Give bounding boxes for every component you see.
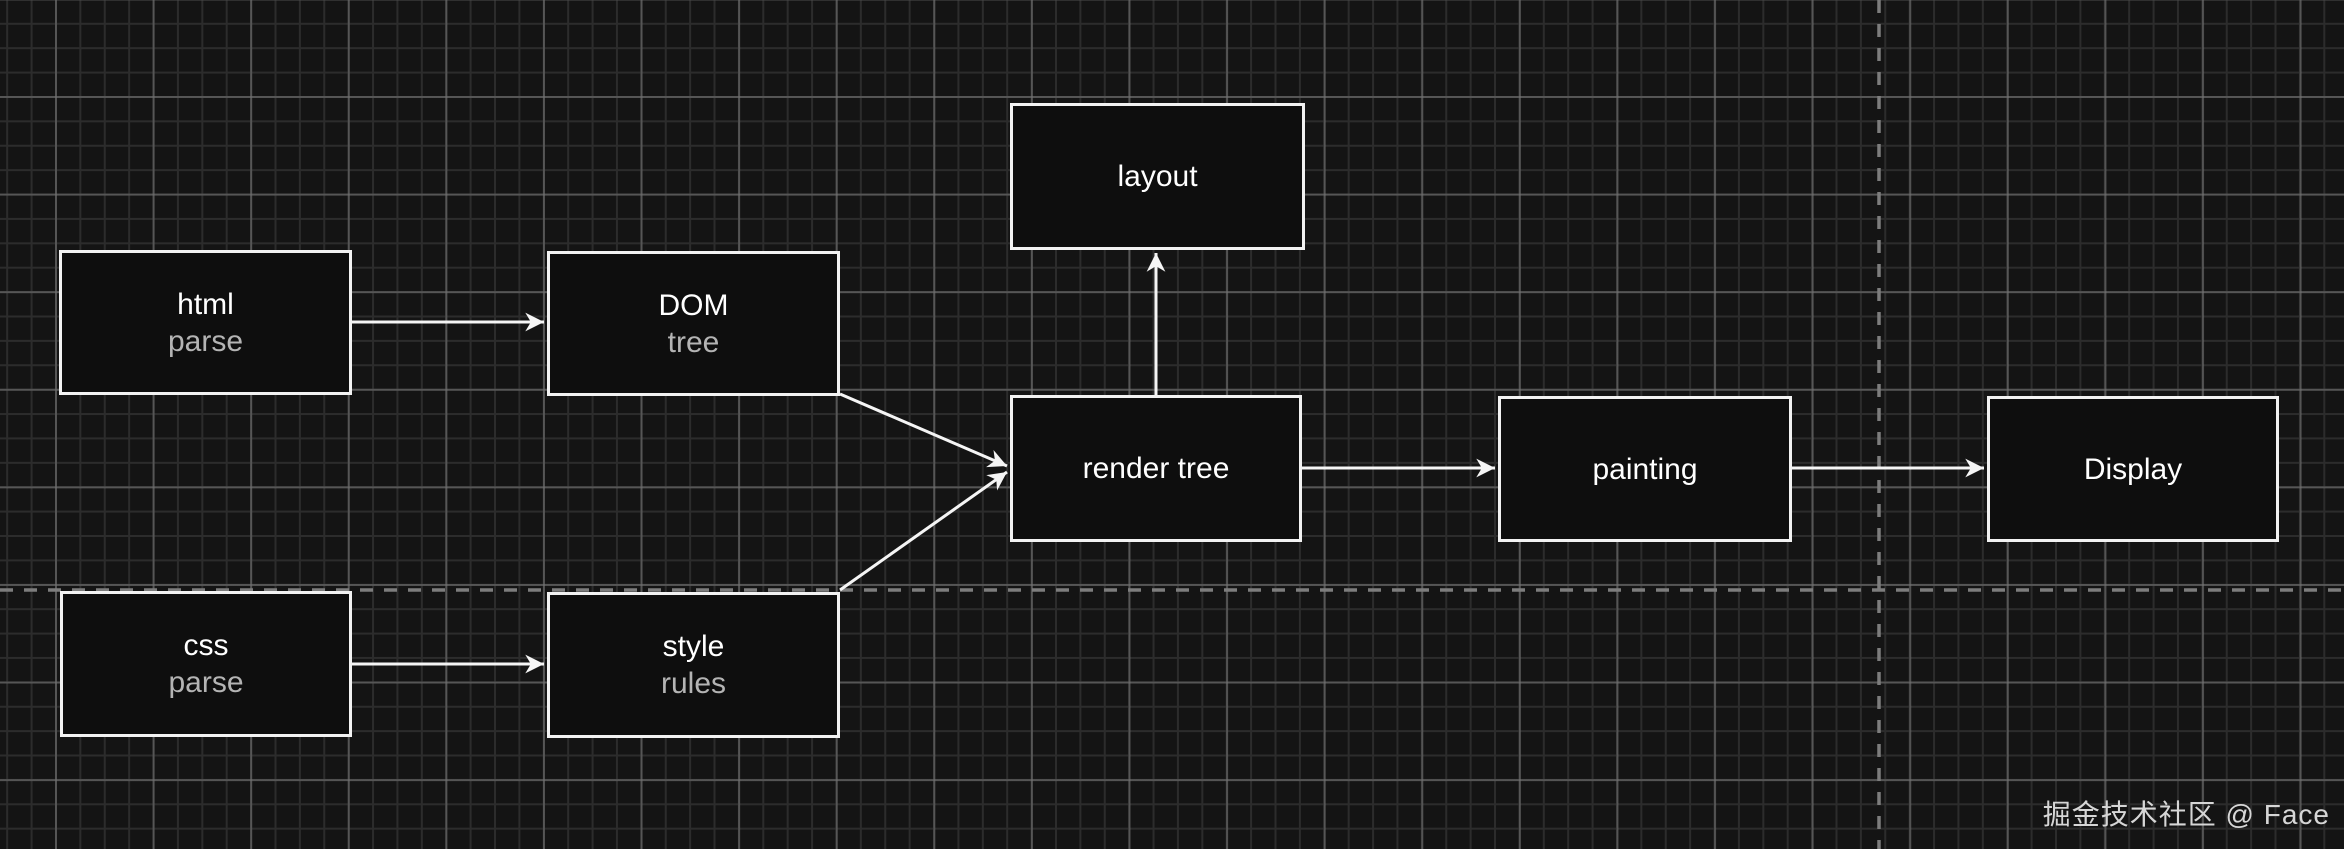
node-label: html bbox=[177, 287, 234, 321]
node-layout: layout bbox=[1010, 103, 1305, 250]
node-display: Display bbox=[1987, 396, 2279, 542]
node-css-parse: css parse bbox=[60, 591, 352, 737]
watermark-text: 掘金技术社区 @ Face bbox=[2042, 799, 2330, 830]
node-label: layout bbox=[1117, 160, 1198, 193]
node-label: render tree bbox=[1082, 452, 1230, 485]
node-sublabel: parse bbox=[168, 666, 244, 699]
node-label: style bbox=[662, 630, 725, 663]
node-label: Display bbox=[2083, 452, 2183, 486]
edge-dom-tree-to-render-tree bbox=[839, 392, 1008, 468]
node-label: painting bbox=[1592, 452, 1698, 486]
node-html-parse: html parse bbox=[59, 250, 352, 395]
node-painting: painting bbox=[1498, 396, 1792, 542]
node-style-rules: style rules bbox=[547, 592, 840, 738]
node-render-tree: render tree bbox=[1010, 395, 1302, 542]
node-dom-tree: DOM tree bbox=[547, 251, 840, 396]
node-sublabel: rules bbox=[660, 667, 727, 700]
node-sublabel: tree bbox=[667, 325, 720, 359]
node-sublabel: parse bbox=[167, 324, 244, 358]
node-label: css bbox=[183, 629, 229, 662]
edge-style-rules-to-render-tree bbox=[839, 470, 1008, 592]
node-label: DOM bbox=[658, 288, 729, 322]
